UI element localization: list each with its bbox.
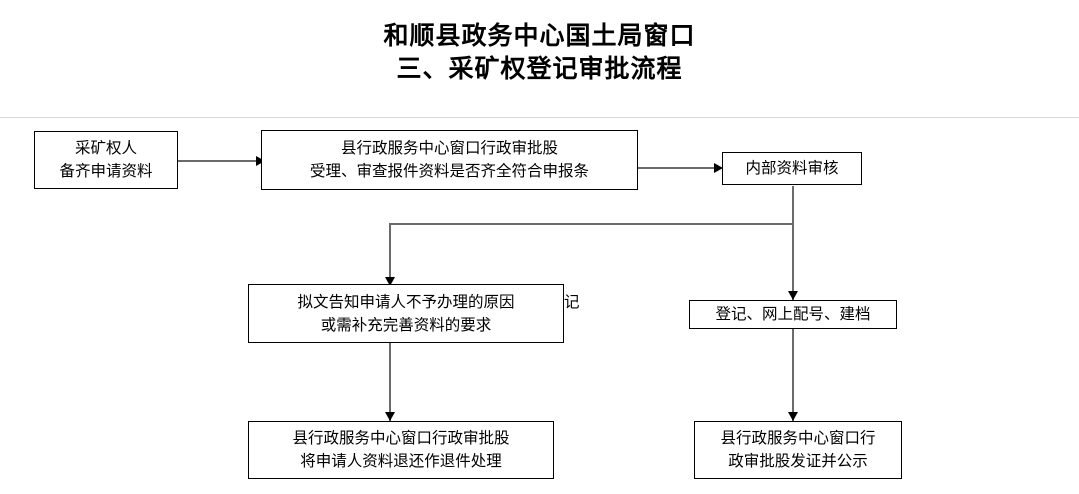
node-return-materials-line-1: 县行政服务中心窗口行政审批股 (292, 430, 510, 447)
node-return-materials[interactable]: 县行政服务中心窗口行政审批股 将申请人资料退还作退件处理 (248, 421, 554, 479)
connector-applicant-to-intake (177, 160, 259, 162)
connector-branch-to-notify (389, 223, 391, 283)
arrowhead-register-to-issue (788, 412, 798, 421)
page-title-line-1: 和顺县政务中心国土局窗口 (383, 23, 696, 50)
node-internal-review[interactable]: 内部资料审核 (722, 152, 862, 185)
node-issue-certificate-line-1: 县行政服务中心窗口行 (720, 430, 876, 447)
arrowhead-notify-to-return (385, 412, 395, 421)
node-notify-reason[interactable]: 拟文告知申请人不予办理的原因 或需补充完善资料的要求 (248, 284, 564, 343)
obscured-text-fragment: 记 (564, 294, 580, 311)
node-return-materials-line-2: 将申请人资料退还作退件处理 (300, 453, 502, 470)
arrowhead-branch-to-notify (385, 277, 395, 286)
node-issue-certificate-line-2: 政审批股发证并公示 (728, 453, 868, 470)
connector-internal-trunk (792, 186, 794, 300)
arrowhead-internal-to-register (788, 291, 798, 300)
connector-intake-to-internal (638, 167, 720, 169)
header-divider (0, 117, 1079, 118)
node-notify-reason-line-2: 或需补充完善资料的要求 (320, 316, 492, 334)
node-register-archive-line-1: 登记、网上配号、建档 (715, 306, 871, 323)
node-intake-review-line-2: 受理、审查报件资料是否齐全符合申报条 (309, 163, 589, 180)
node-intake-review-line-1: 县行政服务中心窗口行政审批股 (340, 140, 558, 157)
node-internal-review-line-1: 内部资料审核 (745, 160, 839, 177)
node-issue-certificate[interactable]: 县行政服务中心窗口行 政审批股发证并公示 (694, 421, 902, 479)
connector-notify-to-return (389, 343, 391, 421)
page-title-line-2: 三、采矿权登记审批流程 (396, 56, 683, 83)
connector-branch-horizontal (389, 223, 793, 225)
arrowhead-applicant-to-intake (256, 156, 265, 166)
node-applicant[interactable]: 采矿权人 备齐申请资料 (34, 131, 178, 189)
node-notify-reason-line-1: 拟文告知申请人不予办理的原因 (297, 293, 515, 311)
node-intake-review[interactable]: 县行政服务中心窗口行政审批股 受理、审查报件资料是否齐全符合申报条 (261, 130, 638, 190)
connector-register-to-issue (792, 328, 794, 421)
node-applicant-line-1: 采矿权人 (74, 140, 137, 157)
page-title: 和顺县政务中心国土局窗口 三、采矿权登记审批流程 (0, 20, 1079, 86)
arrowhead-intake-to-internal (714, 163, 723, 173)
node-applicant-line-2: 备齐申请资料 (59, 163, 153, 180)
node-register-archive[interactable]: 登记、网上配号、建档 (689, 300, 897, 329)
